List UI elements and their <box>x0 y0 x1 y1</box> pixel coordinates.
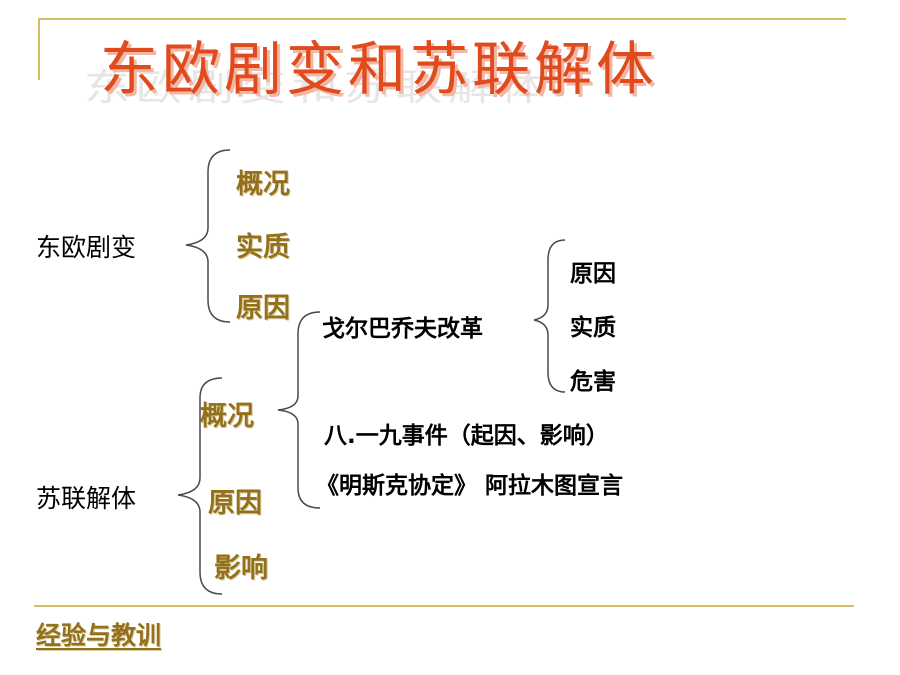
ussr-brace <box>177 377 223 595</box>
ussr-overview-brace <box>277 311 321 509</box>
bottom-rule <box>34 605 854 607</box>
gorbachev-item-essence: 实质 <box>570 315 616 341</box>
footer-lessons: 经验与教训 <box>36 621 162 650</box>
east-europe-item-cause: 原因 <box>236 293 290 324</box>
page-title: 东欧剧变和苏联解体 <box>100 35 659 103</box>
title-shadow: 东欧剧变和苏联解体 <box>84 65 552 109</box>
top-rule <box>38 18 846 20</box>
east-europe-label: 东欧剧变 <box>36 233 137 262</box>
ussr-detail-minsk-almaty: 《明斯克协定》 阿拉木图宣言 <box>316 473 624 499</box>
left-rule <box>38 18 40 80</box>
ussr-item-cause: 原因 <box>208 488 262 519</box>
gorbachev-item-harm: 危害 <box>570 369 616 395</box>
east-europe-brace <box>185 149 231 323</box>
gorbachev-item-cause: 原因 <box>570 261 616 287</box>
ussr-item-overview: 概况 <box>200 401 254 432</box>
east-europe-item-essence: 实质 <box>236 232 290 263</box>
ussr-item-impact: 影响 <box>214 553 268 584</box>
ussr-detail-819-event: 八.一九事件（起因、影响） <box>324 423 609 449</box>
gorbachev-label: 戈尔巴乔夫改革 <box>322 316 483 342</box>
gorbachev-brace <box>533 239 566 393</box>
east-europe-item-overview: 概况 <box>236 169 290 200</box>
ussr-label: 苏联解体 <box>36 484 137 513</box>
